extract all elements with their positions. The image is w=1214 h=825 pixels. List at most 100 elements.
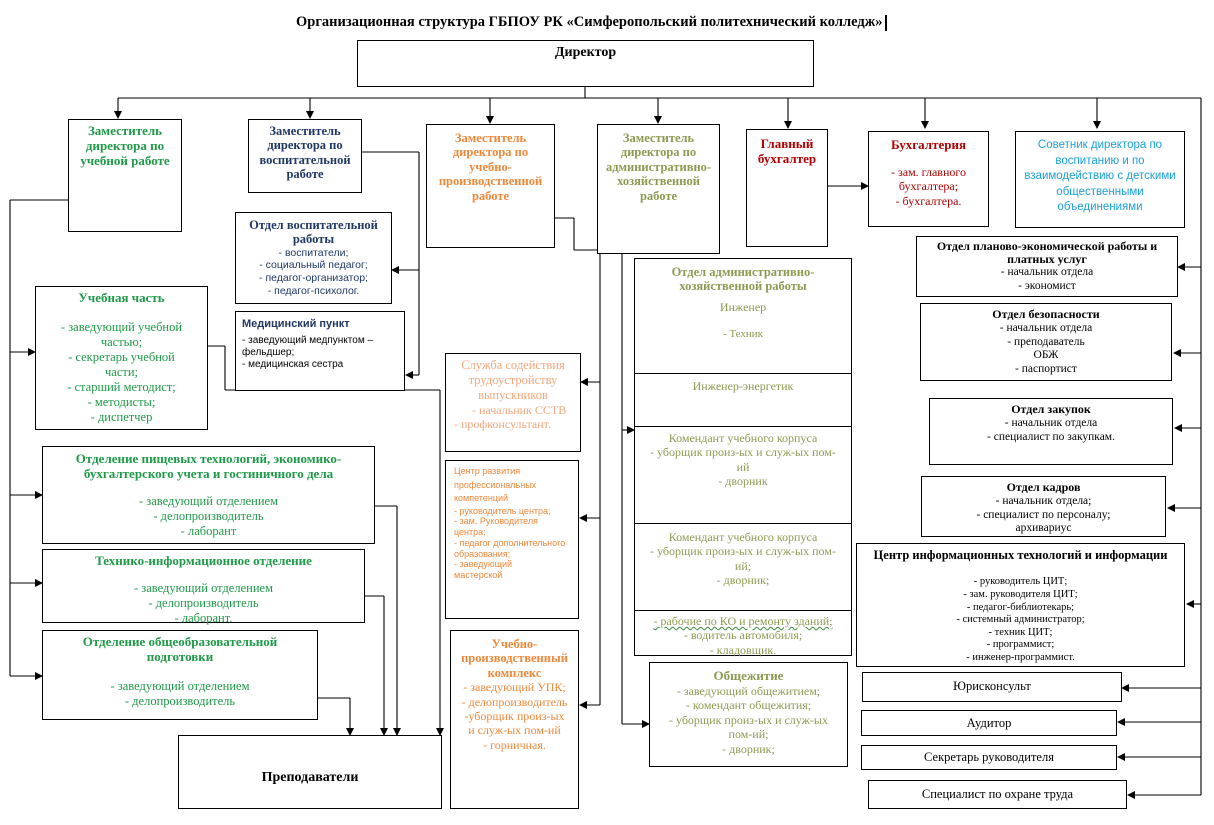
security-box[interactable]: Отдел безопасности - начальник отдела - … xyxy=(920,303,1172,381)
admin-dept-line: ий xyxy=(736,459,750,474)
sluzhba-title: Служба содействия трудоустройству выпуск… xyxy=(461,358,565,402)
deputy-admin-box[interactable]: Заместитель директора по административно… xyxy=(597,124,720,254)
upk-line: - заведующий УПК; xyxy=(463,680,566,695)
advisor-box[interactable]: Советник директора по воспитанию и по вз… xyxy=(1015,131,1185,228)
otd-obsh-title: Отделение общеобразовательной подготовки xyxy=(82,634,278,664)
medpunkt-line: фельдшер; xyxy=(242,346,295,358)
cit-line: - зам. руководителя ЦИТ; xyxy=(963,588,1078,600)
deputy-uchprod-box[interactable]: Заместитель директора по учебно-производ… xyxy=(426,124,555,248)
plan-econ-line: - экономист xyxy=(1018,280,1076,293)
lawyer-box[interactable]: Юрисконсульт xyxy=(862,672,1122,702)
admin-dept-line: Комендант учебного корпуса xyxy=(668,530,818,544)
cit-line: - педагог-библиотекарь; xyxy=(966,601,1075,613)
accounting-line: - бухгалтера. xyxy=(895,193,962,208)
upk-line: -уборщик произ-ых xyxy=(464,708,565,723)
uchebnaya-chast-line: частью; xyxy=(100,334,143,349)
otd-obsh-line: - делопроизводитель xyxy=(124,693,236,708)
dormitory-title: Общежитие xyxy=(713,668,784,683)
chief-accountant-box[interactable]: Главный бухгалтер xyxy=(746,129,828,247)
otd-tech-box[interactable]: Технико-информационное отделение - завед… xyxy=(42,549,365,625)
hr-title: Отдел кадров xyxy=(1006,480,1081,494)
uchebnaya-chast-box[interactable]: Учебная часть - заведующий учебной часть… xyxy=(35,286,208,430)
cit-line: - инженер-программист. xyxy=(966,651,1075,663)
otd-pisch-line: - заведующий отделением xyxy=(139,493,278,508)
otd-pisch-title: Отделение пищевых технологий, экономико-… xyxy=(75,451,342,481)
otdel-vosp-title: Отдел воспитательной работы xyxy=(249,218,378,247)
plan-econ-box[interactable]: Отдел планово-экономической работы и пла… xyxy=(916,236,1178,297)
hr-line: архивариус xyxy=(1015,522,1072,535)
admin-dept-line: - уборщик произ-ых и служ-ых пом- xyxy=(650,544,836,559)
otd-tech-line: - делопроизводитель xyxy=(148,595,259,610)
medpunkt-box[interactable]: Медицинский пункт - заведующий медпункто… xyxy=(235,311,405,391)
uchebnaya-chast-line: - диспетчер xyxy=(90,409,153,424)
otdel-vosp-box[interactable]: Отдел воспитательной работы - воспитател… xyxy=(235,212,392,304)
cpk-line: - заведующий xyxy=(454,559,513,570)
purchases-title: Отдел закупок xyxy=(1011,402,1091,416)
otd-obsh-box[interactable]: Отделение общеобразовательной подготовки… xyxy=(42,630,318,720)
chart-title: Организационная структура ГБПОУ РК «Симф… xyxy=(296,14,936,31)
admin-dept-row: Инженер-энергетик xyxy=(635,379,851,427)
deputy-edu-box[interactable]: Заместитель директора по учебной работе xyxy=(68,119,182,232)
admin-dept-line: - водитель автомобиля; xyxy=(683,628,803,643)
purchases-line: - специалист по закупкам. xyxy=(987,430,1115,443)
hr-box[interactable]: Отдел кадров - начальник отдела; - специ… xyxy=(921,476,1166,537)
chief-accountant-title: Главный бухгалтер xyxy=(757,136,817,166)
uchebnaya-chast-line: - заведующий учебной xyxy=(60,319,183,334)
sluzhba-box[interactable]: Служба содействия трудоустройству выпуск… xyxy=(445,353,581,452)
upk-box[interactable]: Учебно-производственный комплекс - завед… xyxy=(450,630,579,809)
safety-box[interactable]: Специалист по охране труда xyxy=(868,780,1127,809)
admin-dept-line: - дворник; xyxy=(716,573,770,588)
admin-dept-line: Инженер xyxy=(719,299,767,314)
otd-tech-title: Технико-информационное отделение xyxy=(95,553,312,568)
secretary-box[interactable]: Секретарь руководителя xyxy=(861,745,1117,770)
auditor-box[interactable]: Аудитор xyxy=(861,710,1117,736)
deputy-vosp-box[interactable]: Заместитель директора по воспитательной … xyxy=(248,119,362,193)
admin-dept-line: - кладовщик. xyxy=(709,642,777,657)
uchebnaya-chast-line: - методисты; xyxy=(87,394,156,409)
purchases-line: - начальник отдела xyxy=(1004,416,1098,429)
admin-dept-line: - уборщик произ-ых и служ-ых пом- xyxy=(650,445,836,460)
cpk-box[interactable]: Центр развития профессиональных компетен… xyxy=(445,460,579,619)
otd-pisch-box[interactable]: Отделение пищевых технологий, экономико-… xyxy=(42,446,375,544)
text-cursor xyxy=(885,14,888,31)
upk-title: Учебно-производственный комплекс xyxy=(461,637,568,680)
upk-line: и служ-ых пом-ий xyxy=(468,723,561,738)
upk-line: - горничная. xyxy=(483,737,546,752)
dormitory-line: - уборщик произ-ых и служ-ых xyxy=(668,712,828,727)
admin-dept-header: Отдел административно-хозяйственной рабо… xyxy=(635,265,851,374)
admin-dept-line: Инженер-энергетик xyxy=(692,379,794,393)
security-line: - паспортист xyxy=(1015,363,1077,376)
director-box[interactable]: Директор xyxy=(357,40,814,87)
safety-title: Специалист по охране труда xyxy=(921,787,1074,801)
otd-tech-line: - заведующий отделением xyxy=(134,580,273,595)
security-line: - преподаватель xyxy=(1007,335,1085,348)
plan-econ-line: - начальник отдела xyxy=(1000,266,1094,279)
teachers-box[interactable]: Преподаватели xyxy=(178,735,442,809)
cpk-title: Центр развития профессиональных компетен… xyxy=(454,466,537,503)
admin-dept-row: Комендант учебного корпуса - уборщик про… xyxy=(635,530,851,611)
admin-dept-line: - рабочие по КО и ремонту зданий; xyxy=(653,614,833,628)
dormitory-line: пом-ий; xyxy=(728,727,769,742)
dormitory-box[interactable]: Общежитие - заведующий общежитием; - ком… xyxy=(649,662,848,767)
auditor-title: Аудитор xyxy=(966,716,1012,730)
deputy-uchprod-title: Заместитель директора по учебно-производ… xyxy=(438,131,543,203)
otd-pisch-line: - лаборант xyxy=(180,523,237,538)
uchebnaya-chast-line: - старший методист; xyxy=(67,379,176,394)
deputy-edu-title: Заместитель директора по учебной работе xyxy=(80,123,170,168)
purchases-box[interactable]: Отдел закупок - начальник отдела - специ… xyxy=(929,398,1173,465)
hr-line: - специалист по персоналу; xyxy=(976,508,1111,521)
medpunkt-line: - медицинская сестра xyxy=(242,358,344,370)
otdel-vosp-line: - воспитатели; xyxy=(278,246,349,259)
otd-tech-line: - лаборант. xyxy=(174,610,233,625)
admin-dept-line: Комендант учебного корпуса xyxy=(668,431,818,445)
accounting-box[interactable]: Бухгалтерия - зам. главного бухгалтера; … xyxy=(868,131,989,227)
otdel-vosp-line: - педагог-психолог. xyxy=(267,284,360,297)
accounting-title: Бухгалтерия xyxy=(891,137,966,152)
cpk-line: - руководитель центра; xyxy=(454,505,551,516)
admin-dept-box[interactable]: Отдел административно-хозяйственной рабо… xyxy=(634,258,852,657)
cit-line: - системный администратор; xyxy=(956,614,1085,626)
cit-box[interactable]: Центр информационных технологий и информ… xyxy=(856,543,1185,667)
cit-title: Центр информационных технологий и информ… xyxy=(873,548,1168,562)
deputy-vosp-title: Заместитель директора по воспитательной … xyxy=(259,124,351,182)
